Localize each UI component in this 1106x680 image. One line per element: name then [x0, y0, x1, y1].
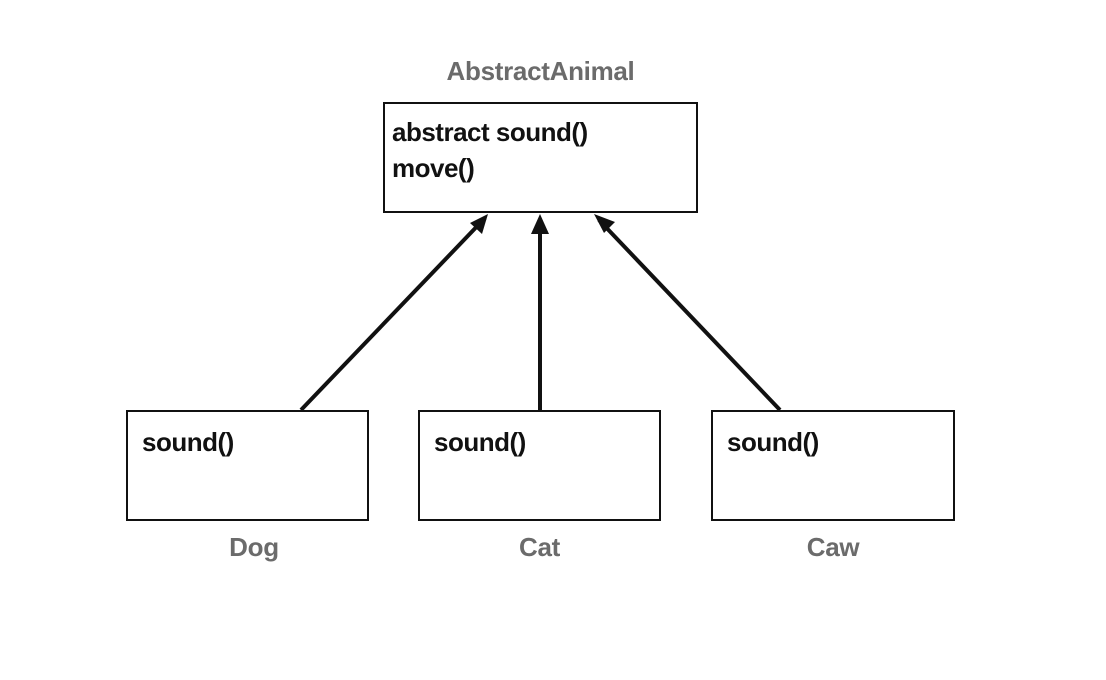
- dog-class-box: sound(): [126, 410, 369, 521]
- dog-class-name: Dog: [229, 532, 279, 562]
- arrowhead-dog: [470, 214, 488, 234]
- abstract-animal-class-name: AbstractAnimal: [446, 56, 635, 86]
- dog-method-sound: sound(): [142, 427, 234, 457]
- caw-method-sound: sound(): [727, 427, 819, 457]
- cat-method-sound: sound(): [434, 427, 526, 457]
- parent-method-abstract-sound: abstract sound(): [392, 117, 588, 147]
- caw-class-box: sound(): [711, 410, 955, 521]
- arrow-caw-to-parent: [597, 218, 782, 412]
- cat-class-name: Cat: [519, 532, 560, 562]
- parent-method-move: move(): [392, 153, 475, 183]
- abstract-animal-class-box: abstract sound() move(): [383, 102, 698, 213]
- caw-class-name: Caw: [806, 532, 860, 562]
- arrowhead-cat: [531, 214, 549, 234]
- arrowhead-caw: [594, 214, 615, 233]
- arrow-dog-to-parent: [299, 216, 487, 412]
- cat-class-box: sound(): [418, 410, 661, 521]
